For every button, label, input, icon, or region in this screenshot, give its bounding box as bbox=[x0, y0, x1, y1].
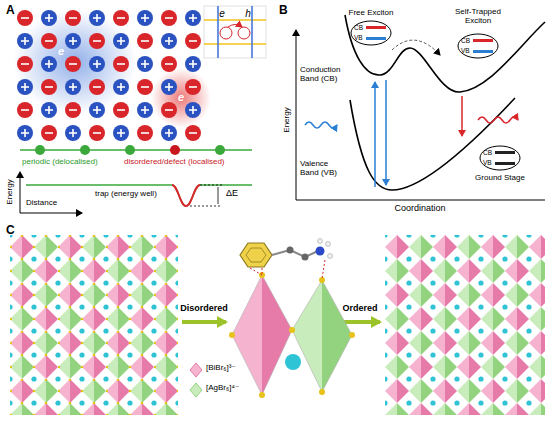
state-label: Self-Trapped Exciton bbox=[443, 8, 513, 26]
electron-symbol: e bbox=[58, 45, 64, 57]
legend-text: [AgBr₆]⁴⁻ bbox=[206, 384, 239, 393]
electron-symbol: e bbox=[178, 91, 184, 103]
axis-label: Energy bbox=[6, 179, 15, 204]
band-label: Conduction Band (CB) bbox=[300, 66, 350, 84]
chain-label: disordered/defect (localised) bbox=[124, 158, 225, 167]
electron-symbol: e bbox=[219, 8, 225, 19]
axis-label: Coordination bbox=[394, 204, 445, 214]
panel-letter: C bbox=[6, 224, 15, 237]
state-label: Free Exciton bbox=[349, 9, 394, 18]
panel-letter: A bbox=[6, 4, 15, 17]
process-label: Ordered bbox=[342, 304, 377, 314]
band-tag: CB bbox=[483, 149, 492, 156]
band-tag: CB bbox=[354, 24, 363, 31]
band-tag: VB bbox=[483, 159, 492, 166]
axis-label: Distance bbox=[26, 199, 57, 208]
band-tag: CB bbox=[461, 37, 470, 44]
energy-gap-label: ΔE bbox=[226, 189, 238, 199]
band-label: Valence Band (VB) bbox=[300, 160, 346, 178]
hole-symbol: h bbox=[245, 8, 251, 19]
band-tag: VB bbox=[461, 47, 470, 54]
legend-swatch-shape bbox=[190, 363, 202, 397]
chain-label: periodic (delocalised) bbox=[22, 158, 98, 167]
panel-letter: B bbox=[279, 4, 288, 17]
axis-label: Energy bbox=[283, 107, 292, 132]
band-tag: VB bbox=[354, 34, 363, 41]
trap-label: trap (energy well) bbox=[95, 190, 157, 199]
process-label: Disordered bbox=[180, 304, 228, 314]
state-label: Ground Stage bbox=[475, 174, 525, 183]
legend-text: [BiBr₆]³⁻ bbox=[206, 364, 236, 373]
